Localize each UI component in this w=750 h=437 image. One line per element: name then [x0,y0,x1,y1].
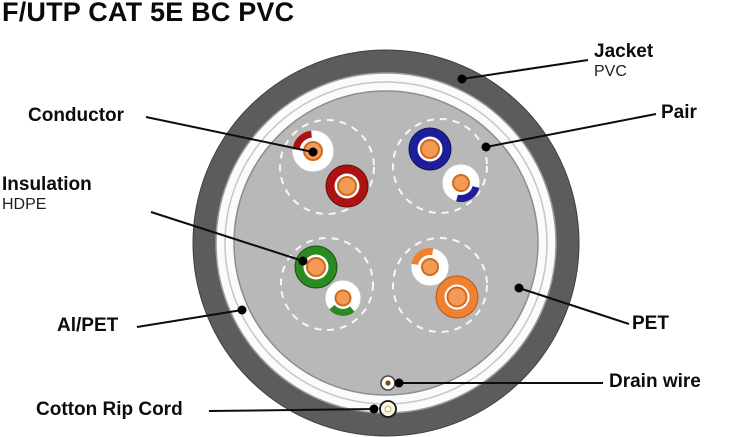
label-insulation-text: Insulation [2,174,92,195]
label-jacket-material: PVC [594,62,627,80]
label-insulation: Insulation HDPE [2,174,92,213]
label-cotton-rip-cord-text: Cotton Rip Cord [36,399,183,420]
conductor-core [452,174,470,192]
label-alpet: Al/PET [57,315,119,337]
conductor-core [420,139,440,159]
conductor-core [421,258,439,276]
blue-stripe-arc [456,185,480,202]
label-pair-text: Pair [661,102,697,123]
leader-alpet [136,305,247,328]
leader-pair [481,113,657,152]
label-jacket: Jacket PVC [594,41,654,80]
pair-boundaries [279,118,488,333]
label-pair: Pair [661,102,697,124]
pair-top-left-red [291,129,369,208]
label-drain-wire-text: Drain wire [609,371,701,392]
alpet-core-fill [233,90,539,396]
cotton-rip-cord-element [379,400,397,418]
pair-bottom-left-green [294,245,362,317]
pair-top-right-blue [408,127,481,203]
label-pet: PET [632,313,669,335]
leader-jacket [457,59,589,84]
conductor-core [334,289,352,307]
leader-pet [514,283,630,325]
label-pet-text: PET [632,313,669,334]
label-conductor: Conductor [28,105,125,127]
drain-wire-element [380,375,396,391]
label-insulation-material: HDPE [2,195,47,213]
label-jacket-text: Jacket [594,41,654,62]
conductor-core [446,286,468,308]
label-drain-wire: Drain wire [609,371,701,393]
leader-insulation [150,211,308,266]
leader-cotton-rip-cord [208,404,379,414]
orange-stripe-arc [411,247,434,266]
green-stripe-arc [329,304,355,316]
label-cotton-rip-cord: Cotton Rip Cord [36,399,183,421]
page-title: F/UTP CAT 5E BC PVC [2,0,295,27]
pair-bottom-right-orange [410,247,479,319]
leader-drain-wire [394,378,603,388]
conductor-core [337,176,357,196]
leader-conductor [145,116,318,157]
label-conductor-text: Conductor [28,105,125,126]
conductor-core [306,257,326,277]
label-alpet-text: Al/PET [57,315,119,336]
